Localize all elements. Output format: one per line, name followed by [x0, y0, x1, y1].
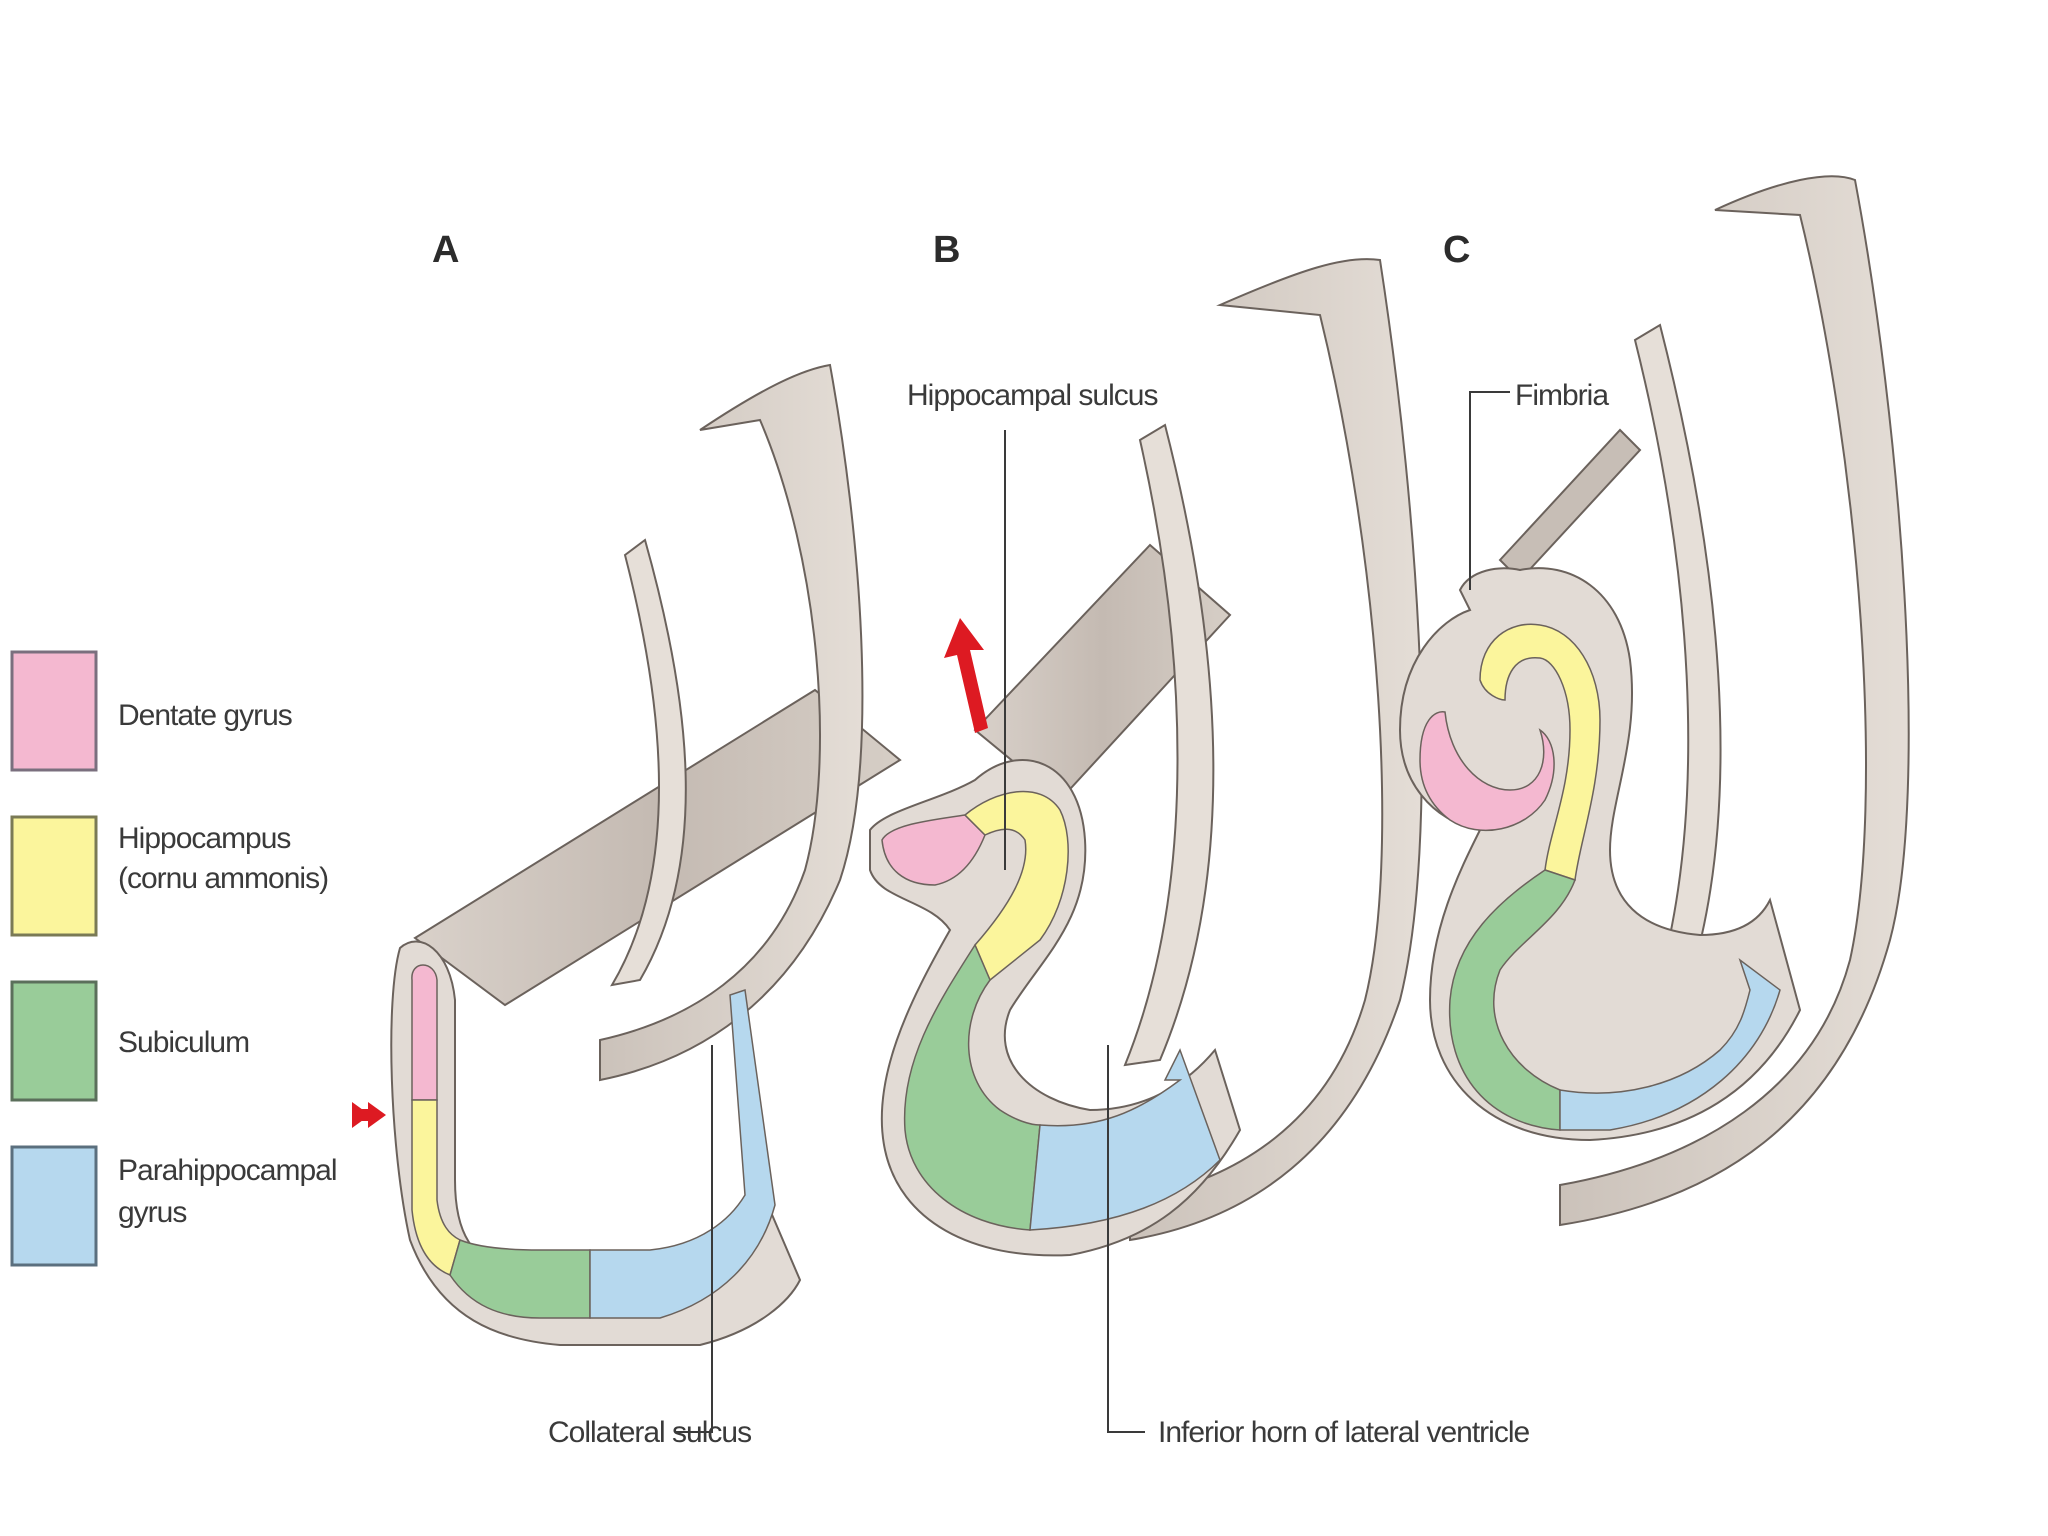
- legend-label-cornu-ammonis: (cornu ammonis): [118, 862, 328, 895]
- panel-c: [1400, 176, 1909, 1225]
- legend-label-subiculum: Subiculum: [118, 1026, 249, 1059]
- wall-inner-c: [1635, 325, 1721, 985]
- red-up-arrow-icon: [944, 618, 988, 733]
- legend-swatch-hippocampus: [12, 817, 96, 935]
- legend-swatch-dentate-gyrus: [12, 652, 96, 770]
- panel-letter-a: A: [432, 229, 459, 271]
- legend-swatch-parahippocampal-gyrus: [12, 1147, 96, 1265]
- panel-a: [352, 365, 900, 1345]
- band-dentate-a: [412, 965, 437, 1100]
- collateral-sulcus-label: Collateral sulcus: [548, 1416, 751, 1449]
- panel-letter-c: C: [1443, 229, 1470, 271]
- wall-inner-b: [1125, 425, 1213, 1065]
- hippocampal-sulcus-label: Hippocampal sulcus: [907, 379, 1157, 412]
- legend: Dentate gyrus Hippocampus (cornu ammonis…: [12, 652, 336, 1265]
- fimbria-label: Fimbria: [1515, 379, 1609, 412]
- legend-swatch-subiculum: [12, 982, 96, 1100]
- inferior-horn-label: Inferior horn of lateral ventricle: [1158, 1416, 1530, 1449]
- fimbria-rod: [1500, 430, 1640, 580]
- legend-label-hippocampus: Hippocampus: [118, 822, 290, 855]
- red-double-arrow-icon: [352, 1102, 386, 1128]
- legend-label-dentate-gyrus: Dentate gyrus: [118, 699, 292, 732]
- legend-label-gyrus: gyrus: [118, 1196, 186, 1229]
- legend-label-parahippocampal: Parahippocampal: [118, 1154, 336, 1187]
- panel-letter-b: B: [933, 229, 960, 271]
